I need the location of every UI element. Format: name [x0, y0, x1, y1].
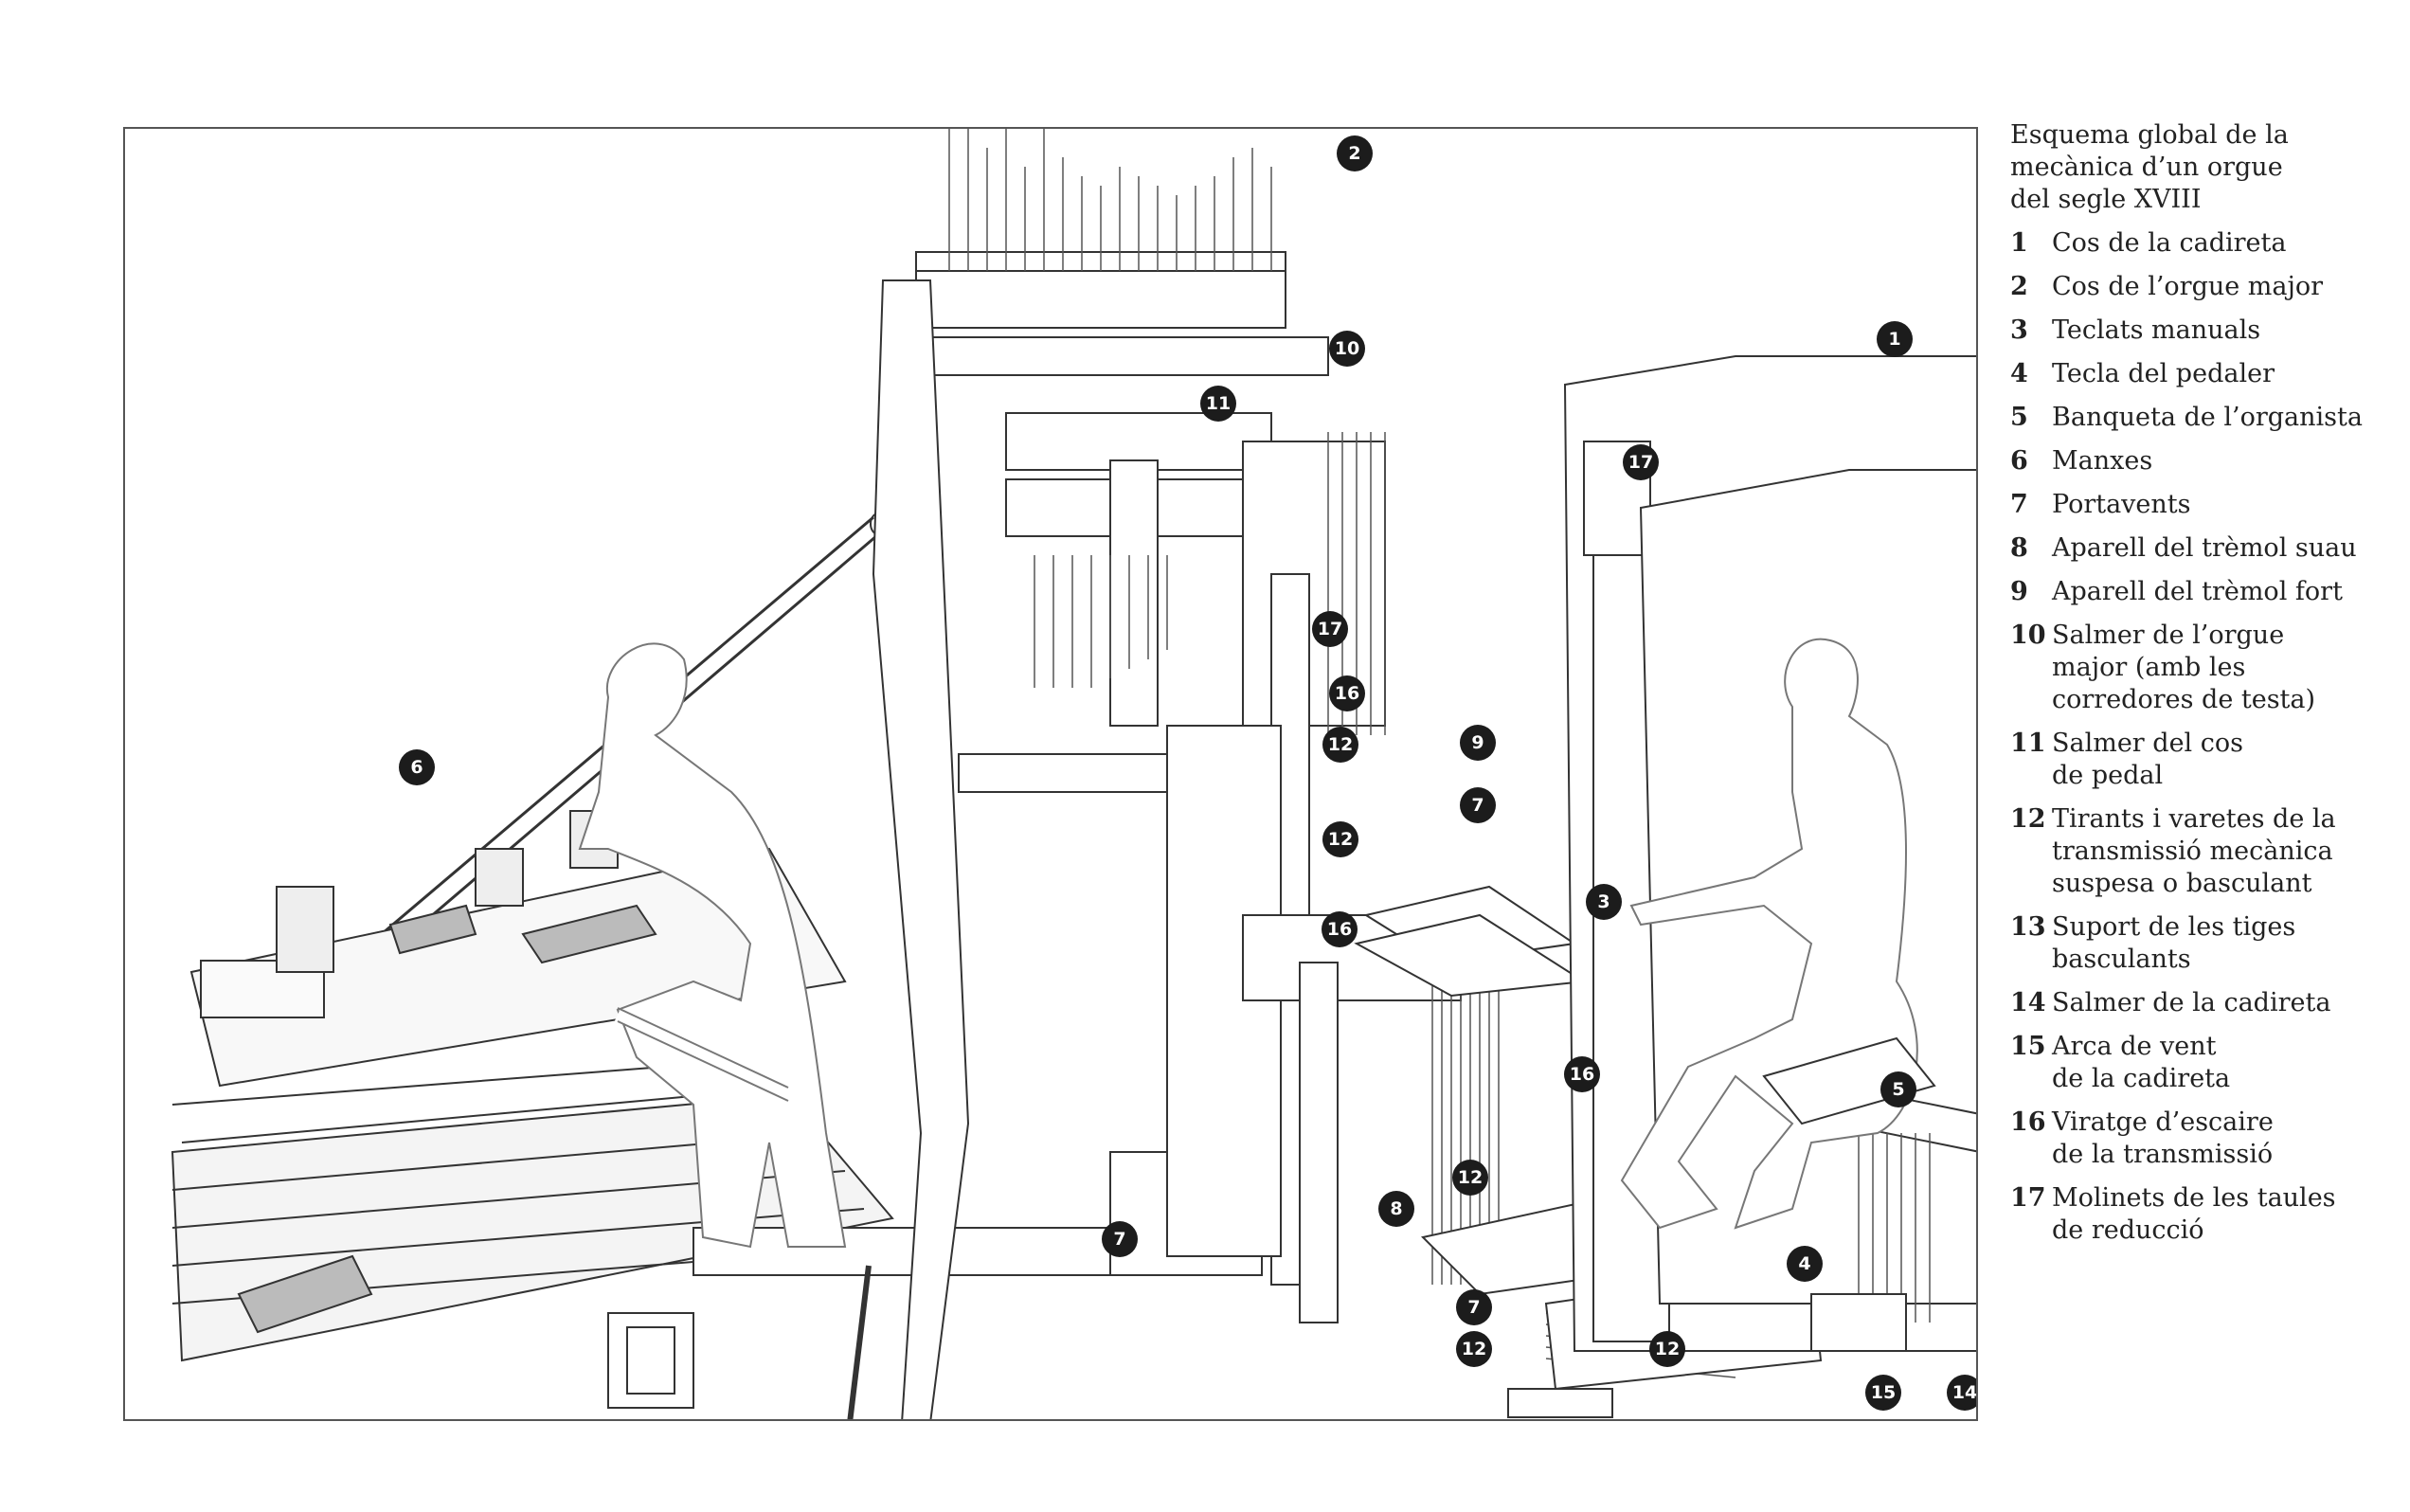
bellows-drawing [171, 513, 1263, 1419]
legend-item-number: 15 [2010, 1032, 2046, 1061]
legend-item-number: 14 [2010, 988, 2046, 1017]
legend-item-label: Arca de vent de la cadireta [2052, 1032, 2231, 1093]
callout-badge: 4 [1787, 1246, 1823, 1282]
main-organ-case [872, 251, 1462, 1419]
callout-badge: 15 [1865, 1375, 1901, 1411]
callout-badge: 16 [1564, 1056, 1600, 1092]
legend-item: 7 Portavents [2010, 489, 2389, 521]
callout-badge: 8 [1378, 1191, 1414, 1227]
callout-badge: 6 [399, 749, 435, 785]
legend-item-label: Salmer del cos de pedal [2052, 729, 2244, 790]
callout-badge: 2 [1337, 135, 1373, 171]
legend-item-label: Banqueta de l’organista [2052, 403, 2363, 432]
legend-item-number: 1 [2010, 228, 2028, 258]
legend-item-number: 10 [2010, 621, 2046, 650]
callout-badge: 9 [1460, 725, 1496, 761]
legend-item-label: Salmer de la cadireta [2052, 988, 2331, 1017]
legend-item-label: Suport de les tiges basculants [2052, 912, 2296, 974]
callout-badge: 12 [1456, 1331, 1492, 1367]
legend-item-number: 8 [2010, 533, 2028, 563]
organ-mechanics-illustration: 2 10 11 17 1 17 16 12 9 7 6 12 16 3 16 5 8 7 12 4 7 12 12 15 14 [123, 127, 1978, 1421]
legend-item-label: Aparell del trèmol suau [2052, 533, 2357, 563]
legend-item-label: Salmer de l’orgue major (amb les corredo… [2052, 621, 2316, 714]
callout-badge: 1 [1877, 321, 1913, 357]
legend-item: 6 Manxes [2010, 445, 2389, 477]
legend-item: 4 Tecla del pedaler [2010, 358, 2389, 390]
legend-item-label: Portavents [2052, 490, 2191, 519]
callout-badge: 12 [1452, 1160, 1488, 1196]
legend-item-number: 17 [2010, 1183, 2046, 1213]
legend-item-number: 7 [2010, 490, 2028, 519]
legend-item-label: Cos de l’orgue major [2052, 272, 2324, 301]
legend-item-number: 4 [2010, 359, 2028, 388]
legend-item-label: Molinets de les taules de reducció [2052, 1183, 2336, 1245]
legend: Esquema global de la mecànica d’un orgue… [2010, 119, 2389, 1258]
legend-item-label: Cos de la cadireta [2052, 228, 2287, 258]
callout-badge: 7 [1456, 1289, 1492, 1325]
legend-item-number: 13 [2010, 912, 2046, 942]
callout-badge: 12 [1322, 727, 1358, 763]
callout-badge: 17 [1623, 444, 1659, 480]
legend-item-label: Viratge d’escaire de la transmissió [2052, 1107, 2274, 1169]
organist-silhouette [1620, 638, 1936, 1230]
callout-badge: 11 [1200, 386, 1236, 422]
legend-item: 2 Cos de l’orgue major [2010, 271, 2389, 303]
legend-item-number: 6 [2010, 446, 2028, 476]
legend-item-label: Tecla del pedaler [2052, 359, 2275, 388]
legend-item-number: 9 [2010, 577, 2028, 606]
legend-title: Esquema global de la mecànica d’un orgue… [2010, 120, 2289, 214]
worker-silhouette [578, 642, 847, 1249]
legend-item-label: Manxes [2052, 446, 2153, 476]
callout-badge: 16 [1322, 911, 1358, 947]
organ-pipes [948, 129, 1736, 1378]
legend-item-number: 12 [2010, 804, 2046, 834]
legend-item: 8 Aparell del trèmol suau [2010, 532, 2389, 565]
legend-item-label: Tirants i varetes de la transmissió mecà… [2052, 804, 2336, 898]
callout-badge: 16 [1329, 675, 1365, 711]
callout-badge: 14 [1947, 1375, 1976, 1411]
callout-badge: 3 [1586, 884, 1622, 920]
callout-badge: 17 [1312, 611, 1348, 647]
legend-item-number: 16 [2010, 1107, 2046, 1137]
callout-badge: 7 [1102, 1221, 1138, 1257]
callout-badge: 5 [1880, 1071, 1916, 1107]
legend-item-number: 11 [2010, 729, 2046, 758]
callout-badge: 12 [1322, 821, 1358, 857]
legend-item-number: 3 [2010, 315, 2028, 345]
callout-badge: 12 [1649, 1331, 1685, 1367]
legend-item-label: Aparell del trèmol fort [2052, 577, 2343, 606]
legend-item-number: 5 [2010, 403, 2028, 432]
legend-item: 3 Teclats manuals [2010, 315, 2389, 347]
legend-item: 5 Banqueta de l’organista [2010, 402, 2389, 434]
legend-item-label: Teclats manuals [2052, 315, 2261, 345]
legend-item: 9 Aparell del trèmol fort [2010, 576, 2389, 608]
callout-badge: 7 [1460, 787, 1496, 823]
legend-item: 1 Cos de la cadireta [2010, 227, 2389, 260]
callout-badge: 10 [1329, 331, 1365, 367]
legend-item-number: 2 [2010, 272, 2028, 301]
legend-list: 1 Cos de la cadireta 2 Cos de l’orgue major… [2010, 227, 2389, 1247]
